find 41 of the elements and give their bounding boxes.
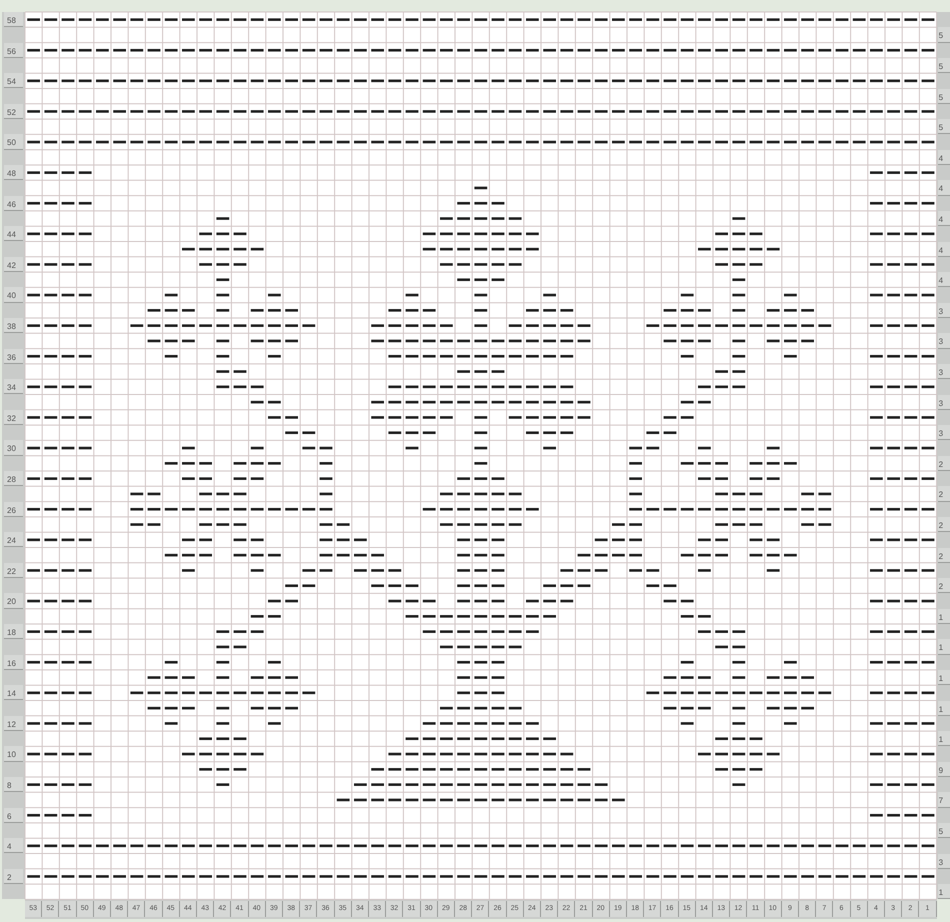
- row-number: 3: [938, 333, 950, 349]
- row-number: 54: [4, 73, 23, 88]
- row-number: 38: [4, 318, 23, 334]
- row-number: 1: [938, 639, 950, 655]
- row-number: 7: [938, 792, 950, 808]
- row-number: 12: [4, 716, 23, 732]
- row-number: 56: [4, 42, 23, 58]
- row-number: 52: [4, 104, 23, 120]
- row-number: 32: [4, 410, 23, 426]
- row-number: 1: [938, 731, 950, 746]
- row-number: 4: [4, 838, 23, 854]
- row-number: 26: [4, 502, 23, 517]
- row-number: 2: [938, 578, 950, 594]
- row-number: 5: [938, 27, 950, 43]
- row-number: 40: [4, 287, 23, 303]
- row-number: 48: [4, 165, 23, 180]
- row-number: 14: [4, 685, 23, 700]
- row-number: 30: [4, 440, 23, 456]
- row-number: 10: [4, 746, 23, 762]
- row-number: 34: [4, 379, 23, 394]
- row-number: 28: [4, 471, 23, 486]
- row-number: 8: [4, 777, 23, 792]
- row-number: 22: [4, 562, 23, 578]
- row-number: 18: [4, 624, 23, 640]
- row-number: 36: [4, 348, 23, 364]
- row-number: 1: [938, 884, 950, 900]
- row-number: 3: [938, 425, 950, 440]
- row-number: 42: [4, 256, 23, 272]
- row-number: 4: [938, 272, 950, 288]
- row-number: 44: [4, 226, 23, 242]
- row-number: 16: [4, 654, 23, 670]
- row-number: 2: [938, 486, 950, 502]
- row-number: 20: [4, 593, 23, 609]
- row-number: 5: [938, 119, 950, 134]
- row-number: 4: [938, 180, 950, 196]
- row-number: 46: [4, 196, 23, 211]
- row-number: 50: [4, 134, 23, 150]
- row-number: 2: [4, 868, 23, 884]
- row-number: 58: [4, 12, 23, 28]
- row-number: 24: [4, 532, 23, 548]
- row-number: 6: [4, 808, 23, 823]
